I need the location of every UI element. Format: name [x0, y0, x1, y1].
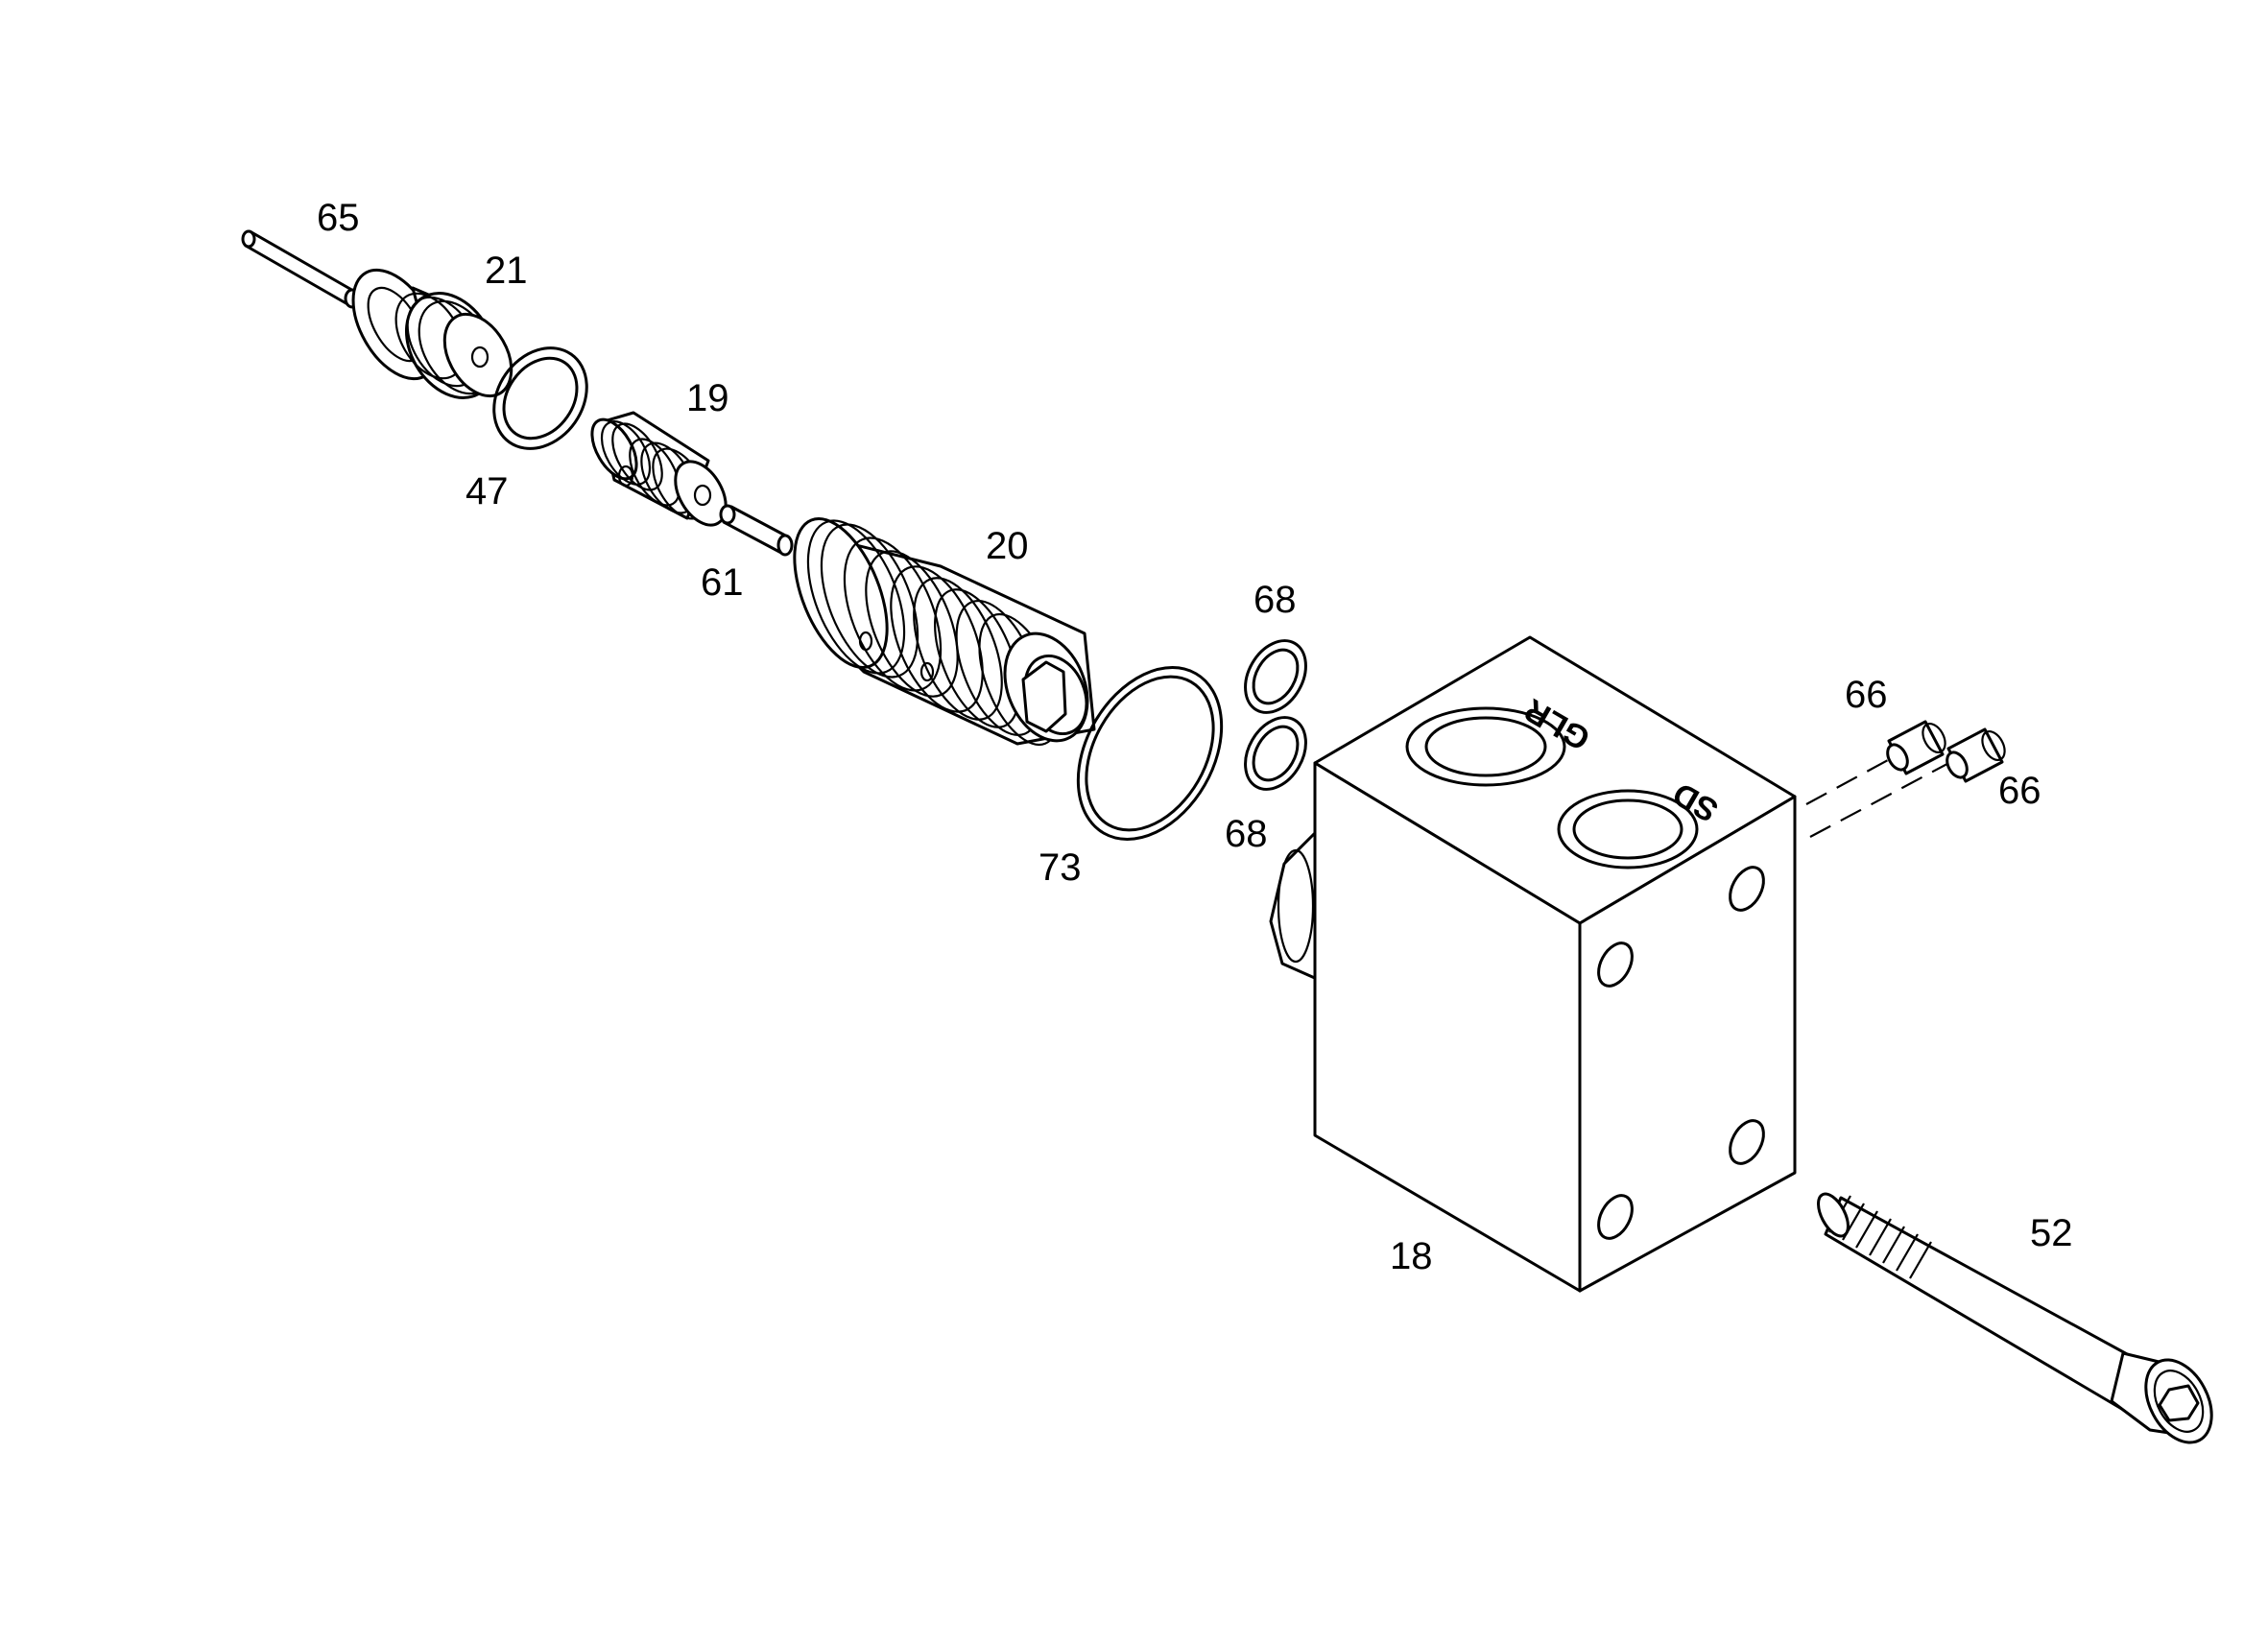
oring-68-a — [1244, 639, 1307, 714]
callout-66-a: 66 — [1845, 674, 1888, 716]
oring-73 — [1076, 666, 1224, 841]
callout-52: 52 — [2030, 1212, 2073, 1254]
pin-61 — [719, 504, 794, 557]
callout-21: 21 — [485, 250, 528, 292]
callout-19: 19 — [686, 377, 729, 419]
bolt-52 — [1817, 1192, 2213, 1444]
callout-61: 61 — [701, 561, 744, 604]
plug-66-b — [1809, 727, 2006, 838]
pin-65 — [241, 229, 361, 309]
callout-18: 18 — [1390, 1235, 1433, 1277]
callout-47: 47 — [466, 470, 509, 512]
port-a — [1405, 706, 1566, 787]
washer-47 — [492, 346, 588, 450]
callout-65: 65 — [317, 197, 360, 239]
spool-19 — [590, 411, 728, 527]
port-b — [1557, 789, 1699, 870]
callout-68-a: 68 — [1253, 579, 1297, 621]
callout-20: 20 — [986, 525, 1029, 567]
block-18: GLR SD — [1269, 635, 1797, 1293]
callout-66-b: 66 — [1998, 770, 2041, 812]
callout-68-b: 68 — [1225, 813, 1268, 855]
callout-73: 73 — [1039, 846, 1082, 889]
plug-21 — [351, 268, 513, 399]
plug-66-a — [1805, 720, 1946, 805]
oring-68-b — [1244, 716, 1307, 791]
cartridge-20 — [793, 517, 1096, 747]
